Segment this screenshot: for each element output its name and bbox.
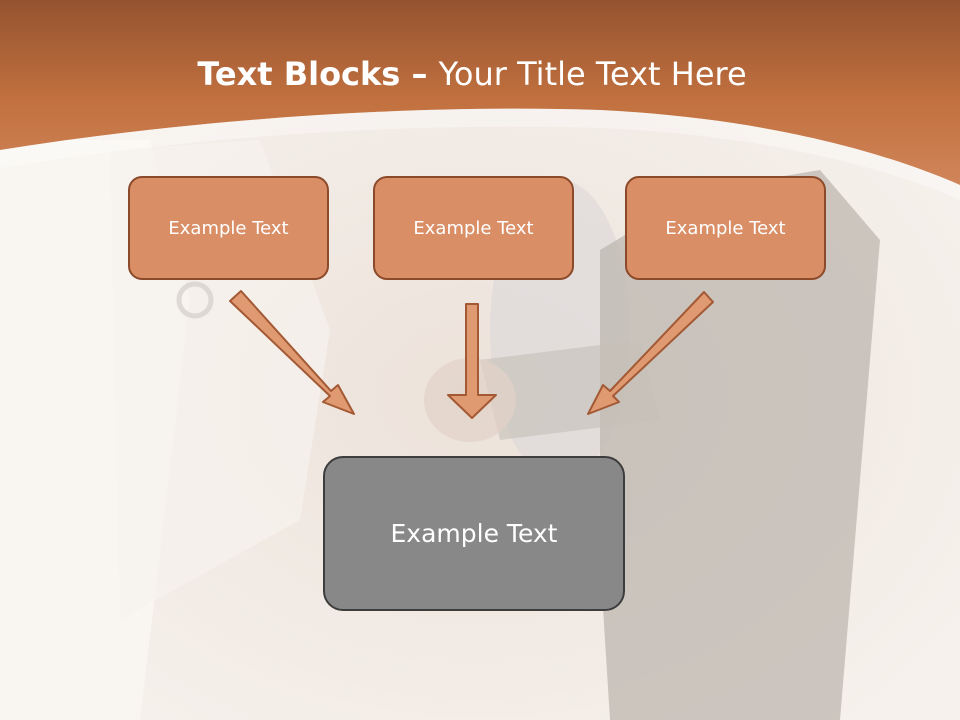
text-block-left-label: Example Text: [168, 217, 289, 239]
text-block-right-label: Example Text: [665, 217, 786, 239]
text-block-bottom-label: Example Text: [390, 519, 558, 548]
text-block-right[interactable]: Example Text: [625, 176, 826, 280]
text-block-center[interactable]: Example Text: [373, 176, 574, 280]
text-block-left[interactable]: Example Text: [128, 176, 329, 280]
arrow-left-diagonal: [229, 290, 355, 415]
text-block-center-label: Example Text: [413, 217, 534, 239]
title-dash: –: [400, 55, 439, 93]
arrow-center-down: [447, 303, 497, 419]
title-bold-part: Text Blocks: [197, 55, 401, 93]
slide-title: Text Blocks – Your Title Text Here: [0, 52, 944, 96]
arrow-right-diagonal: [587, 291, 714, 415]
title-regular-part: Your Title Text Here: [438, 55, 747, 93]
text-block-bottom[interactable]: Example Text: [323, 456, 625, 611]
